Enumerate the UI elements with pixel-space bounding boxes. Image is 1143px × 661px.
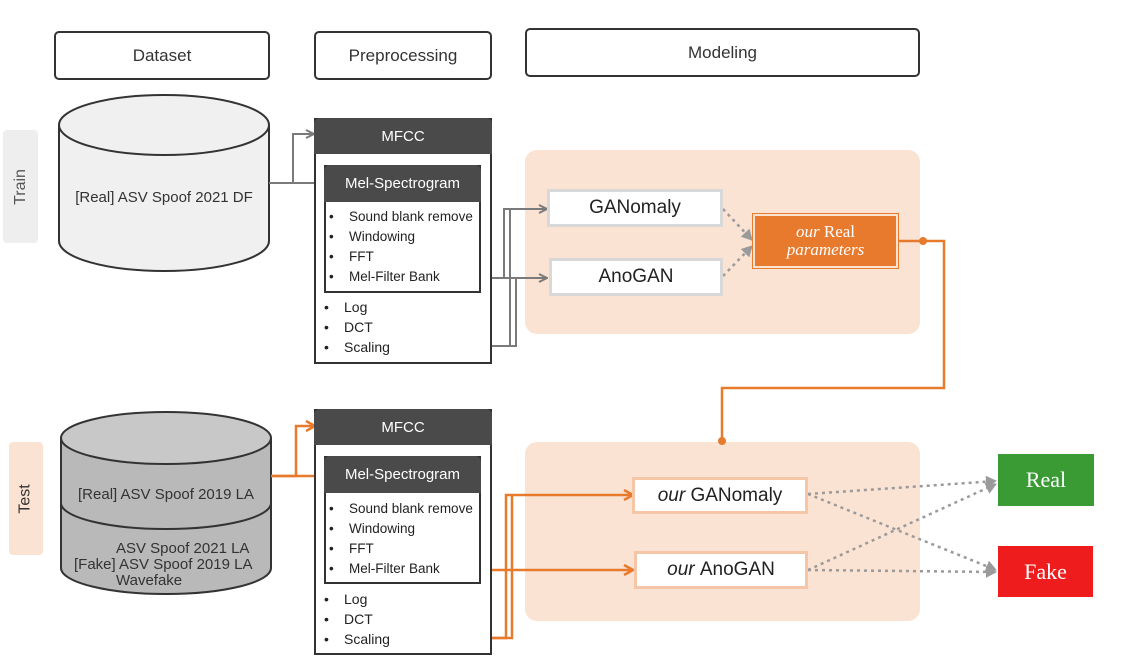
- test-model-our-ganomaly-name: GANomaly: [690, 484, 783, 506]
- result-real: Real: [998, 454, 1094, 506]
- header-dataset: Dataset: [54, 31, 270, 80]
- train-mfcc-title: MFCC: [314, 118, 492, 154]
- test-dataset-real-label: [Real] ASV Spoof 2019 LA: [78, 486, 254, 503]
- test-dataset-fake-line-2: [Fake] ASV Spoof 2019 LA: [74, 556, 253, 573]
- train-model-arrows: [481, 209, 546, 347]
- train-mfcc-step: DCT: [324, 317, 390, 337]
- train-model-ganomaly: GANomaly: [547, 189, 723, 227]
- train-mel-steps: Sound blank remove Windowing FFT Mel-Fil…: [329, 207, 473, 287]
- real-parameters-real: Real: [823, 222, 856, 241]
- test-model-our-anogan-prefix: our: [667, 559, 695, 580]
- header-dataset-label: Dataset: [132, 45, 192, 65]
- real-parameters-our: our: [795, 222, 820, 241]
- test-model-our-anogan: our AnoGAN: [634, 551, 808, 589]
- params-transfer-line: [718, 237, 946, 445]
- train-to-params-arrows: [722, 208, 753, 277]
- test-mel-title: Mel-Spectrogram: [324, 456, 481, 493]
- header-preprocessing: Preprocessing: [314, 31, 492, 80]
- test-mel-step: Windowing: [329, 519, 473, 539]
- test-model-arrows: [481, 495, 632, 640]
- train-mel-step: Windowing: [329, 227, 473, 247]
- real-parameters-box: our Real parameters: [752, 213, 899, 269]
- train-mel-step: Mel-Filter Bank: [329, 267, 473, 287]
- test-mfcc-step: Log: [324, 589, 390, 609]
- real-parameters-line-1: our Real: [796, 223, 855, 241]
- test-model-our-ganomaly: our GANomaly: [632, 477, 808, 514]
- test-mfcc-step: Scaling: [324, 629, 390, 649]
- test-mel-step: Mel-Filter Bank: [329, 559, 473, 579]
- header-modeling-label: Modeling: [688, 42, 757, 62]
- test-modeling-panel: [525, 442, 920, 621]
- test-mel-step: Sound blank remove: [329, 499, 473, 519]
- row-label-test: Test: [9, 442, 43, 555]
- train-dataset-cylinder: [58, 94, 270, 272]
- real-parameters-line-2: parameters: [786, 240, 865, 259]
- result-fake: Fake: [998, 546, 1093, 597]
- train-mel-title: Mel-Spectrogram: [324, 165, 481, 202]
- header-preprocessing-label: Preprocessing: [348, 45, 458, 65]
- train-mel-step: Sound blank remove: [329, 207, 473, 227]
- train-mfcc-steps: Log DCT Scaling: [324, 297, 390, 357]
- test-mel-steps: Sound blank remove Windowing FFT Mel-Fil…: [329, 499, 473, 579]
- test-mfcc-steps: Log DCT Scaling: [324, 589, 390, 649]
- test-mel-step: FFT: [329, 539, 473, 559]
- train-mel-step: FFT: [329, 247, 473, 267]
- test-mfcc-step: DCT: [324, 609, 390, 629]
- train-model-anogan: AnoGAN: [549, 258, 723, 296]
- test-model-our-ganomaly-prefix: our: [657, 484, 686, 506]
- test-dataset-fake-line-3: Wavefake: [116, 572, 183, 589]
- train-dataset-label: [Real] ASV Spoof 2021 DF: [75, 189, 253, 206]
- test-model-our-anogan-name: AnoGAN: [699, 559, 775, 580]
- test-dataset-fake-line-1: ASV Spoof 2021 LA: [116, 540, 250, 557]
- test-mfcc-title: MFCC: [314, 409, 492, 445]
- train-mfcc-step: Log: [324, 297, 390, 317]
- header-modeling: Modeling: [525, 28, 920, 77]
- result-arrows: [807, 475, 997, 578]
- row-label-train: Train: [3, 130, 38, 243]
- train-mfcc-step: Scaling: [324, 337, 390, 357]
- test-dataset-cylinder: [60, 411, 272, 595]
